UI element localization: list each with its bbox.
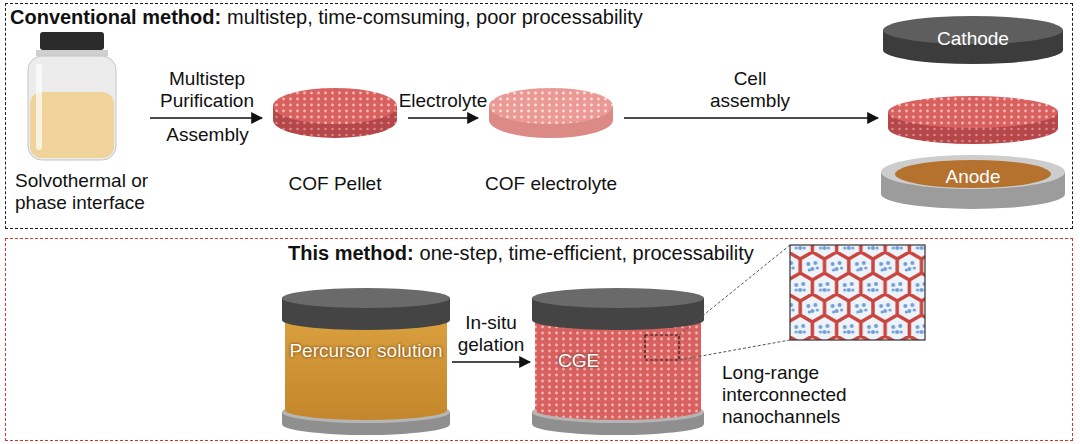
method-panel: This method: one-step, time-efficient, pr… bbox=[5, 238, 1073, 441]
annotation: Assembly bbox=[160, 124, 255, 146]
edge-label: Cell assembly bbox=[705, 68, 795, 112]
method-panel: Conventional method: multistep, time-coms… bbox=[5, 3, 1073, 229]
annotation: Long-range interconnected nanochannels bbox=[722, 362, 882, 428]
node-label: Cathode bbox=[878, 28, 1068, 50]
node-label: COF electrolyte bbox=[478, 173, 624, 195]
panel-title: This method: bbox=[288, 242, 414, 264]
node-label: Percursor solution bbox=[280, 340, 452, 362]
edge-label: Electrolyte bbox=[393, 90, 493, 112]
battery-cell: CathodeAnode bbox=[878, 8, 1068, 220]
node-label: CGE bbox=[558, 350, 628, 372]
cap-top bbox=[532, 288, 704, 308]
panel-subtitle: multistep, time-comsuming, poor processa… bbox=[227, 6, 643, 28]
precursor-cell: Percursor solution bbox=[280, 288, 452, 438]
electrolyte-disc-top bbox=[489, 88, 613, 124]
process-arrow bbox=[408, 117, 478, 119]
node-label: Anode bbox=[878, 166, 1068, 188]
jar-solution bbox=[30, 92, 114, 158]
panel-title: Conventional method: bbox=[10, 6, 221, 28]
jar-highlight bbox=[36, 64, 42, 150]
precursor-liquid bbox=[285, 320, 447, 420]
zoom-leader bbox=[679, 340, 790, 360]
panel-heading-row: Conventional method: multistep, time-coms… bbox=[10, 6, 649, 29]
edge-label: In-situ gelation bbox=[454, 312, 529, 356]
zoom-frame bbox=[645, 335, 679, 360]
process-arrow bbox=[150, 117, 262, 119]
cap-top bbox=[282, 288, 450, 308]
cof-electrolyte-disc: COF electrolyte bbox=[478, 85, 624, 195]
cof-layer-top bbox=[888, 96, 1058, 128]
reaction-jar: Solvothermal or phase interface bbox=[15, 30, 150, 165]
panel-subtitle: one-step, time-efficient, processability bbox=[420, 242, 754, 264]
panel-heading-row: This method: one-step, time-efficient, pr… bbox=[288, 242, 760, 265]
nanochannel-inset bbox=[790, 245, 925, 340]
jar-neck bbox=[36, 50, 108, 56]
jar-glass bbox=[28, 56, 116, 160]
process-arrow bbox=[624, 117, 878, 119]
pellet-top bbox=[273, 88, 397, 124]
node-label: Solvothermal or phase interface bbox=[15, 170, 165, 214]
gel-electrolyte-cell: CGE bbox=[530, 288, 706, 438]
gel-body bbox=[535, 320, 701, 420]
jar-lid bbox=[40, 32, 104, 50]
edge-label: Multistep Purification bbox=[152, 68, 262, 112]
node-label: COF Pellet bbox=[262, 173, 408, 195]
cof-pellet: COF Pellet bbox=[262, 85, 408, 195]
process-arrow bbox=[452, 361, 530, 363]
